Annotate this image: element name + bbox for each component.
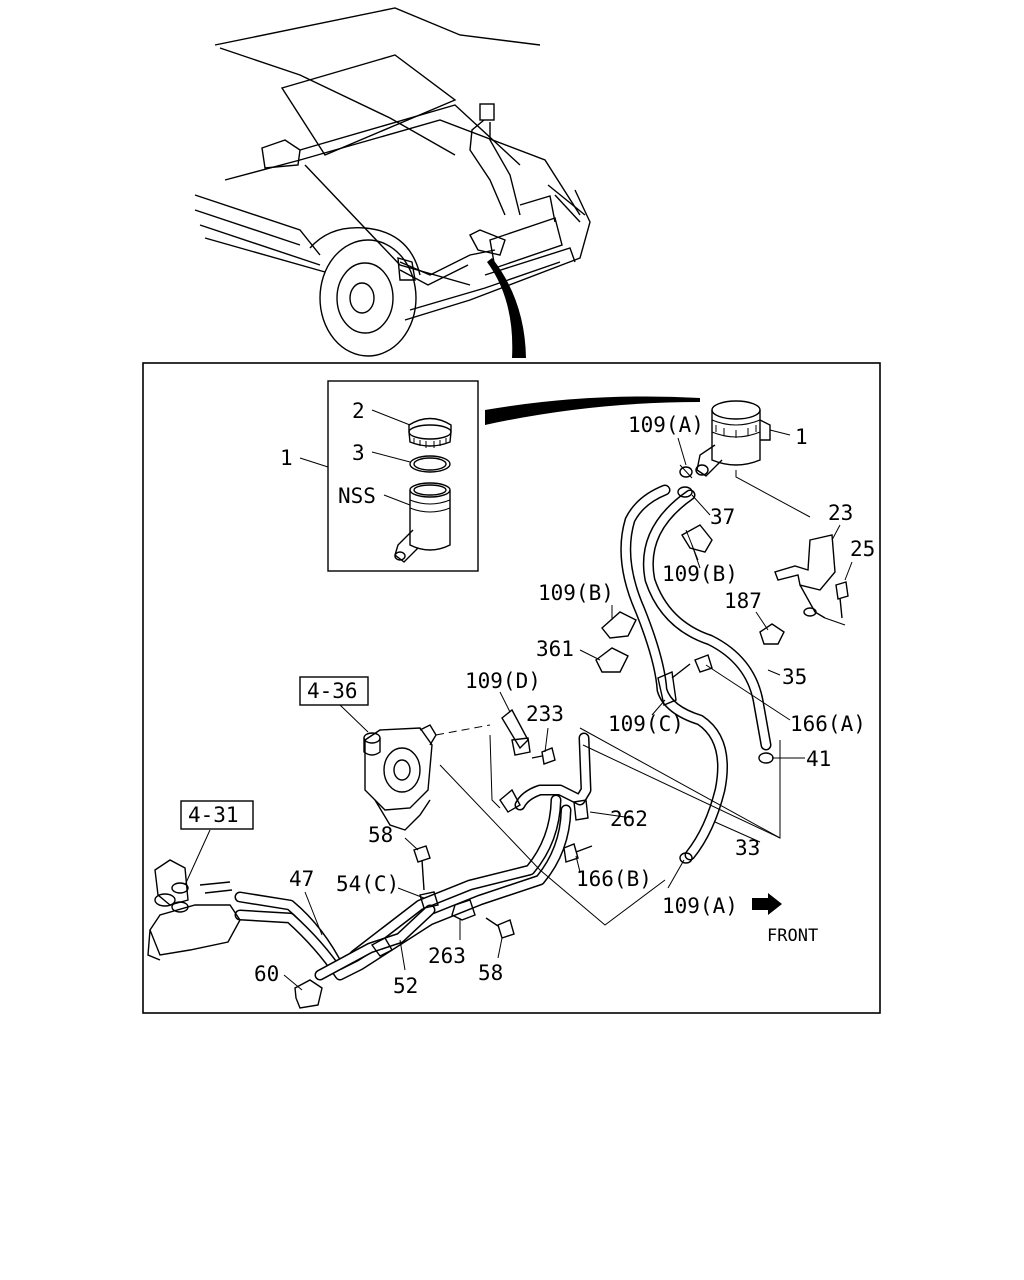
label-54c: 54(C) bbox=[336, 872, 399, 896]
label-nss: NSS bbox=[338, 484, 376, 508]
label-25: 25 bbox=[850, 537, 875, 561]
label-166b: 166(B) bbox=[576, 867, 652, 891]
label-23: 23 bbox=[828, 501, 853, 525]
label-109a-bottom: 109(A) bbox=[662, 894, 738, 918]
part-labels: 2 3 NSS 1 1 109(A) 37 23 25 109(B) 109(B… bbox=[188, 399, 875, 998]
label-ref-4-31: 4-31 bbox=[188, 803, 239, 827]
label-1-inset: 1 bbox=[280, 446, 293, 470]
label-3: 3 bbox=[352, 441, 365, 465]
label-109c: 109(C) bbox=[608, 712, 684, 736]
hoses bbox=[234, 484, 772, 981]
main-frame bbox=[142, 362, 881, 1014]
label-41: 41 bbox=[806, 747, 831, 771]
label-58-bottom: 58 bbox=[478, 961, 503, 985]
label-35: 35 bbox=[782, 665, 807, 689]
ref-box-4-36 bbox=[299, 676, 369, 706]
label-109d: 109(D) bbox=[465, 669, 541, 693]
steering-gear bbox=[147, 829, 241, 961]
label-37: 37 bbox=[710, 505, 735, 529]
inset-reservoir-exploded bbox=[299, 380, 479, 572]
label-263: 263 bbox=[428, 944, 466, 968]
vehicle-overview bbox=[194, 7, 591, 358]
label-60: 60 bbox=[254, 962, 279, 986]
label-58-top: 58 bbox=[368, 823, 393, 847]
bracket-23 bbox=[774, 534, 853, 626]
label-361: 361 bbox=[536, 637, 574, 661]
label-front: FRONT bbox=[767, 926, 818, 946]
label-262: 262 bbox=[610, 807, 648, 831]
leader-lines bbox=[283, 437, 841, 991]
label-109b-right: 109(B) bbox=[662, 562, 738, 586]
label-2: 2 bbox=[352, 399, 365, 423]
label-33: 33 bbox=[735, 836, 760, 860]
label-233: 233 bbox=[526, 702, 564, 726]
clamps bbox=[294, 464, 785, 1009]
power-steering-pump bbox=[339, 704, 666, 926]
label-109a-top: 109(A) bbox=[628, 413, 704, 437]
label-52: 52 bbox=[393, 974, 418, 998]
reservoir-assembly bbox=[695, 400, 811, 518]
inset-pointer bbox=[485, 396, 700, 425]
label-47: 47 bbox=[289, 867, 314, 891]
label-1-reservoir: 1 bbox=[795, 425, 808, 449]
ref-box-4-31 bbox=[180, 800, 254, 830]
label-166a: 166(A) bbox=[790, 712, 866, 736]
label-187: 187 bbox=[724, 589, 762, 613]
label-ref-4-36: 4-36 bbox=[307, 679, 358, 703]
label-109b-left: 109(B) bbox=[538, 581, 614, 605]
